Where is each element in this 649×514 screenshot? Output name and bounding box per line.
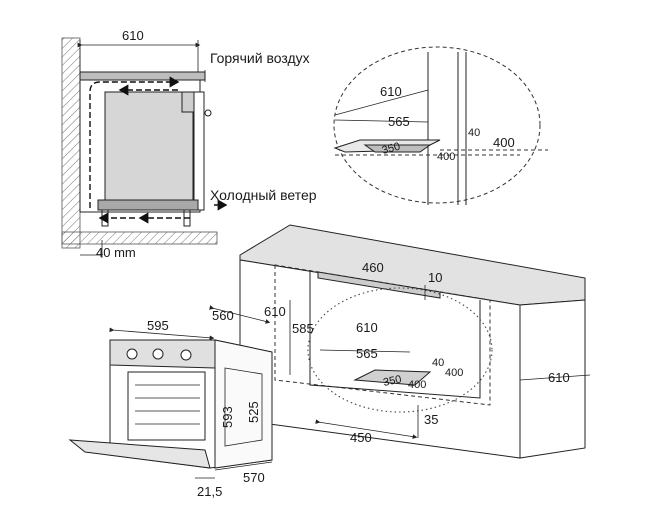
side-depth-label: 610 — [122, 28, 144, 43]
detail-610-label: 610 — [380, 84, 402, 99]
cab-610-label: 610 — [264, 304, 286, 319]
detail-ellipse — [333, 46, 541, 204]
hot-air-label: Горячий воздух — [210, 50, 310, 66]
built-in-cabinet: 460 10 610 585 610 565 40 400 350 400 35… — [239, 224, 591, 459]
cab-35-label: 35 — [424, 412, 438, 427]
side-view: 610 40 mm Горячий воздух Холодный ветер — [61, 28, 317, 260]
detail-400-label: 400 — [493, 135, 515, 150]
cab-565-label: 565 — [356, 346, 378, 361]
oven-215-label: 21,5 — [197, 484, 222, 499]
cab-610r-label: 610 — [548, 370, 570, 385]
oven-unit: 595 560 593 525 21,5 570 — [68, 305, 273, 499]
oven-593-label: 593 — [220, 406, 235, 428]
cab-585-label: 585 — [292, 321, 314, 336]
cab-400b-label: 400 — [408, 379, 426, 391]
cab-40-label: 40 — [432, 357, 444, 369]
floor-hatch — [61, 231, 218, 245]
oven-595-label: 595 — [147, 318, 169, 333]
oven-body — [104, 91, 194, 201]
detail-350-label: 350 — [381, 141, 402, 157]
detail-400b-label: 400 — [437, 151, 455, 163]
oven-560-label: 560 — [212, 308, 234, 323]
cab-610i-label: 610 — [356, 320, 378, 335]
cab-350-label: 350 — [382, 373, 402, 389]
cab-400-label: 400 — [445, 367, 463, 379]
cab-460-label: 460 — [362, 260, 384, 275]
gap-label: 40 mm — [96, 245, 136, 260]
oven-525-label: 525 — [246, 401, 261, 423]
wall-hatch — [61, 37, 81, 249]
detail-40-label: 40 — [468, 127, 480, 139]
cab-10-label: 10 — [428, 270, 442, 285]
cold-air-label: Холодный ветер — [210, 187, 317, 203]
countertop-detail: 610 565 40 400 350 400 — [333, 46, 548, 205]
cab-450-label: 450 — [350, 430, 372, 445]
oven-570-label: 570 — [243, 470, 265, 485]
detail-565-label: 565 — [388, 114, 410, 129]
